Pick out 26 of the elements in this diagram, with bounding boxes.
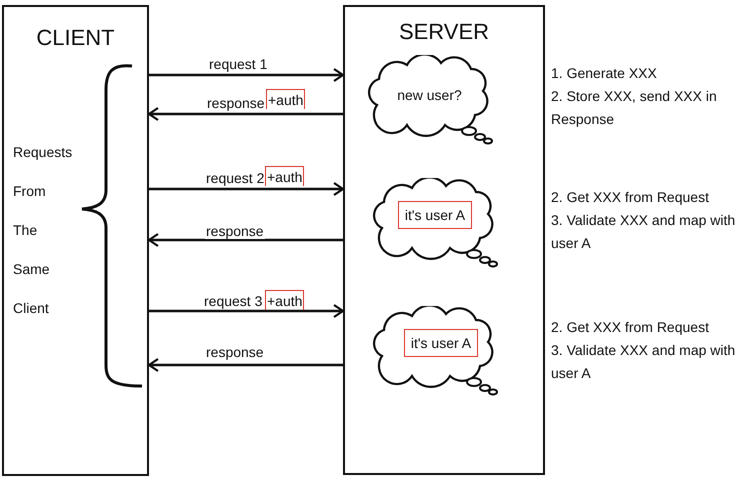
auth-tag: +auth	[266, 89, 306, 109]
arrow	[148, 232, 343, 248]
edge-label: request 1	[208, 56, 268, 72]
arrow	[148, 106, 343, 122]
cloud-text: new user?	[397, 87, 462, 103]
brace-label: Requests From The Same Client	[13, 143, 72, 318]
step-note: 2. Store XXX, send XXX in Response	[551, 87, 718, 129]
step-note: 3. Validate XXX and map with user A	[551, 341, 736, 383]
arrow	[148, 358, 343, 372]
step-note: 3. Validate XXX and map with user A	[551, 211, 736, 253]
edge-label: request 3	[203, 293, 264, 309]
step-note: 2. Get XXX from Request	[551, 188, 710, 207]
arrow	[149, 304, 344, 318]
edge-label: request 2	[205, 170, 266, 186]
lane-box	[343, 5, 545, 475]
arrow	[149, 182, 344, 196]
arrow	[149, 68, 344, 82]
lane-title: CLIENT	[35, 25, 116, 51]
step-note: 2. Get XXX from Request	[551, 318, 710, 337]
lane-title: SERVER	[398, 19, 490, 45]
lane-box	[2, 5, 149, 476]
auth-tag: +auth	[265, 166, 304, 186]
step-note: 1. Generate XXX	[551, 64, 658, 83]
highlight-box: it's user A	[404, 329, 478, 357]
highlight-box: it's user A	[398, 201, 472, 229]
auth-tag: +auth	[265, 290, 304, 310]
